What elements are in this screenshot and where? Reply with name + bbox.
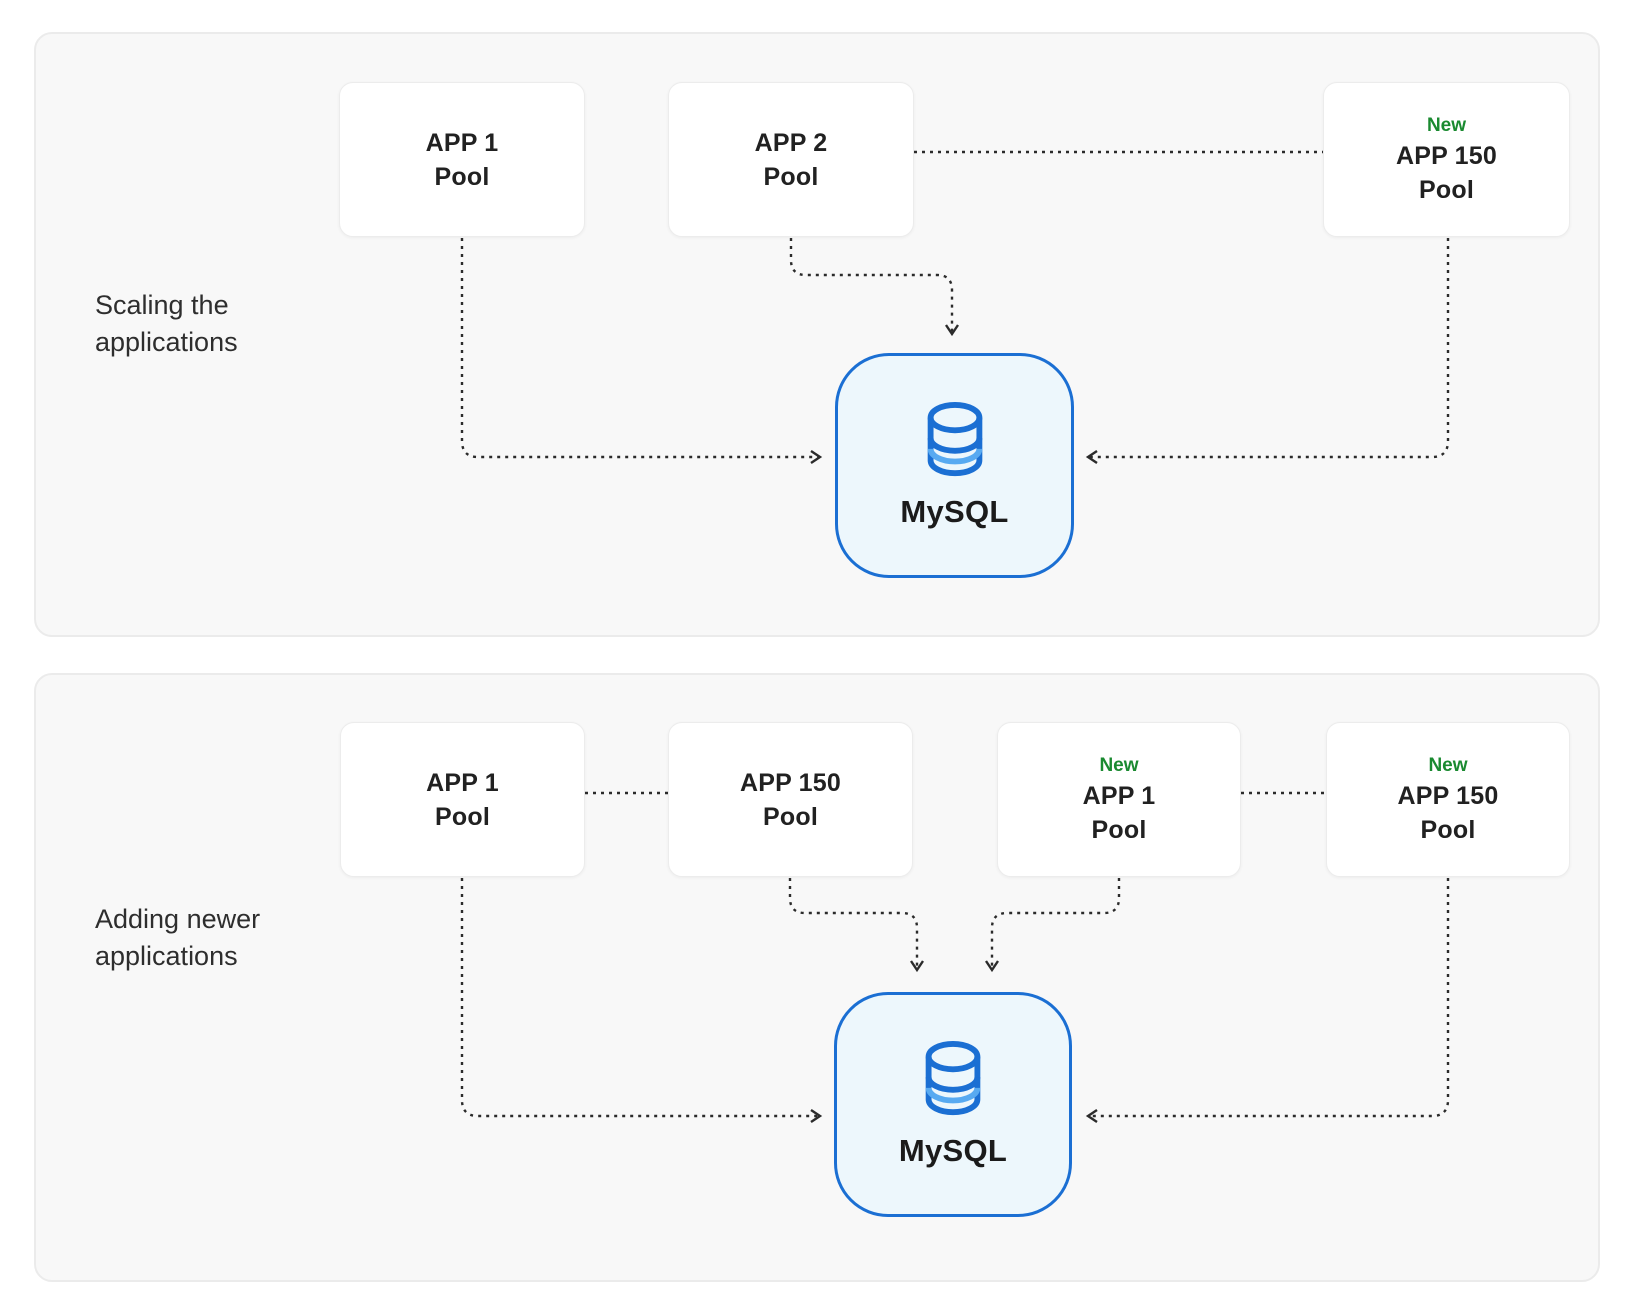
box-subtitle: Pool [763,162,819,191]
mysql-box-2: MySQL [834,992,1072,1217]
app150-pool-box-2: APP 150 Pool [668,722,913,877]
box-subtitle: Pool [1419,176,1474,204]
box-subtitle: Pool [435,802,490,831]
app150-pool-box-new-2: New APP 150 Pool [1326,722,1570,877]
app2-pool-box: APP 2 Pool [668,82,914,237]
app150-pool-box-new: New APP 150 Pool [1323,82,1570,237]
panel-scaling-label: Scaling the applications [95,290,238,357]
new-badge: New [1426,115,1467,136]
database-icon [925,1040,981,1115]
box-title: APP 1 [425,128,499,157]
mysql-box: MySQL [835,353,1074,578]
database-icon [927,401,982,476]
app1-pool-box-new: New APP 1 Pool [997,722,1241,877]
box-title: APP 150 [1395,142,1497,170]
panel-adding-label: Adding newer applications [95,904,261,971]
box-title: APP 150 [739,768,841,797]
app1-pool-box: APP 1 Pool [339,82,585,237]
app1-pool-box-2: APP 1 Pool [340,722,585,877]
box-subtitle: Pool [434,162,490,191]
box-subtitle: Pool [763,802,818,831]
new-badge: New [1428,755,1468,776]
box-subtitle: Pool [1091,816,1147,844]
box-title: APP 150 [1397,782,1499,810]
box-title: APP 2 [754,128,828,157]
box-title: APP 1 [1082,782,1156,810]
box-subtitle: Pool [1420,816,1476,844]
mysql-label: MySQL [900,493,1009,529]
box-title: APP 1 [426,768,499,797]
new-badge: New [1099,755,1139,776]
mysql-label: MySQL [898,1132,1008,1168]
